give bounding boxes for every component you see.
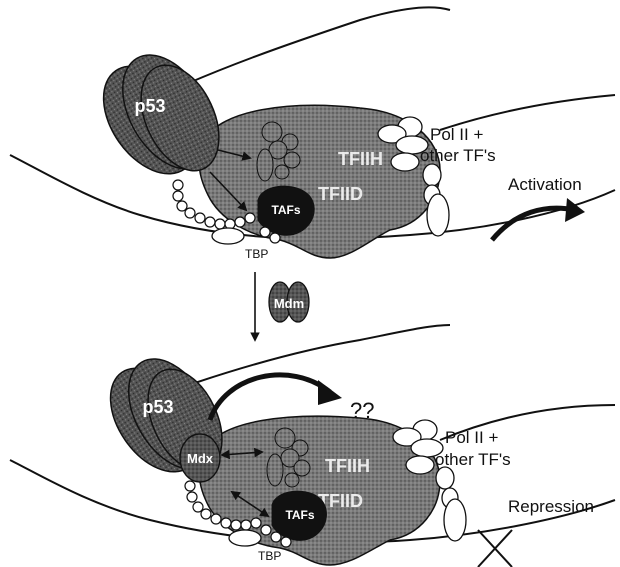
mdm2-label: Mdm	[274, 296, 304, 311]
top-polii-label-line1: Pol II +	[430, 125, 483, 144]
bottom-dna-strand-upper	[160, 325, 450, 395]
bottom-panel: p53 Mdx ?? TFIIH TFIID TAFs	[10, 325, 615, 567]
mdm2-molecule: Mdm	[269, 282, 309, 322]
top-tbp-label: TBP	[245, 247, 268, 261]
top-activation-arrow	[492, 208, 575, 240]
top-tafs-label: TAFs	[271, 203, 300, 217]
transition: Mdm	[255, 272, 309, 340]
bottom-polii-label-line1: Pol II +	[445, 428, 498, 447]
bottom-question-label: ??	[350, 398, 374, 423]
bottom-repression-x	[478, 530, 512, 567]
top-p53-label: p53	[134, 96, 165, 116]
top-outcome-label: Activation	[508, 175, 582, 194]
top-polii-label-line2: other TF's	[420, 146, 496, 165]
bottom-mdm-bound: Mdx	[180, 434, 220, 482]
bottom-outcome-label: Repression	[508, 497, 594, 516]
bottom-p53-label: p53	[142, 397, 173, 417]
bottom-polii-label-line2: other TF's	[435, 450, 511, 469]
bottom-mdm-label: Mdx	[187, 451, 214, 466]
top-panel: p53 TFIIH TFIID TAFs TBP	[10, 7, 615, 261]
top-tbp-ellipse	[212, 228, 244, 244]
top-activation-arrowhead	[565, 198, 585, 222]
bottom-tbp-label: TBP	[258, 549, 281, 563]
top-tfiid-label: TFIID	[318, 184, 363, 204]
bottom-inhibition-arc	[210, 375, 330, 420]
bottom-inhibition-arrowhead	[318, 380, 342, 405]
top-tfiih-label: TFIIH	[338, 149, 383, 169]
bottom-tbp-ellipse	[229, 530, 261, 546]
bottom-tafs-label: TAFs	[285, 508, 314, 522]
bottom-tfiih-label: TFIIH	[325, 456, 370, 476]
